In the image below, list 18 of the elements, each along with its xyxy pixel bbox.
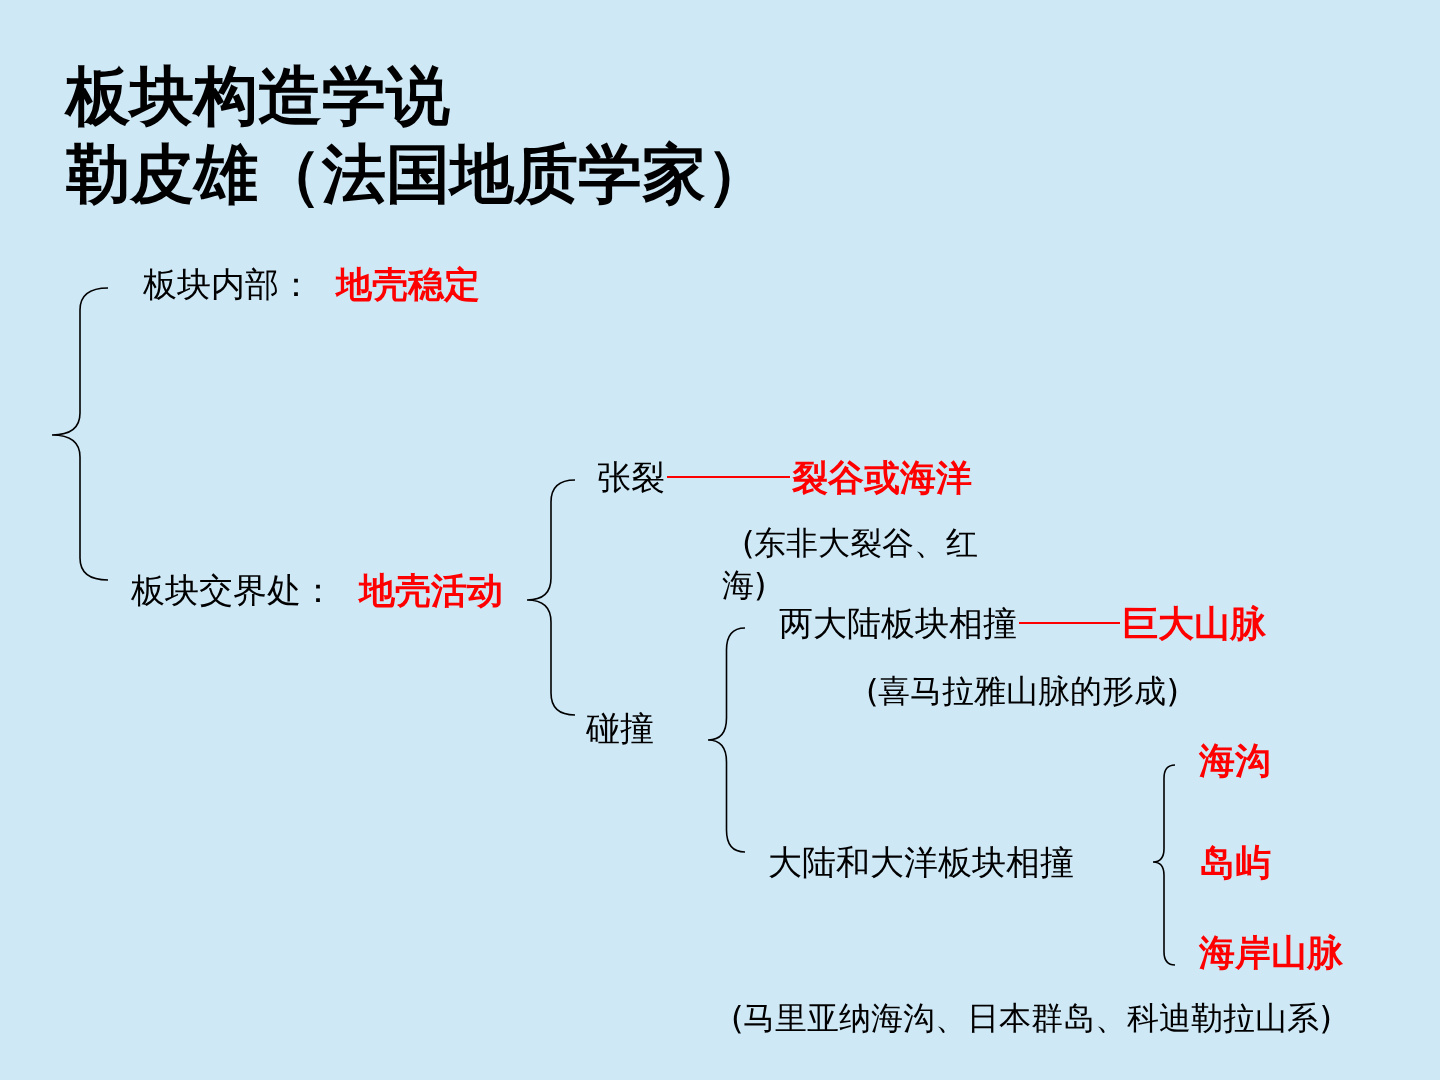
result-label: 巨大山脉 [1122,601,1266,648]
result-label: 地壳稳定 [336,263,480,307]
category-label: 大陆和大洋板块相撞 [768,841,1074,884]
subtitle: 勒皮雄（法国地质学家） [66,136,770,213]
category-label: 张裂 [597,455,665,500]
example-note: (马里亚纳海沟、日本群岛、科迪勒拉山系) [730,998,1333,1039]
category-label: 碰撞 [586,707,654,750]
connector-line [1018,622,1121,625]
connector-line [666,476,791,479]
title: 板块构造学说 [66,58,450,135]
example-note: (喜马拉雅山脉的形成) [866,671,1179,712]
result-label: 地壳活动 [359,569,503,613]
result-label: 海沟 [1199,739,1271,783]
category-label: 板块交界处： [131,569,336,612]
result-label: 裂谷或海洋 [792,455,972,502]
result-label: 海岸山脉 [1199,931,1343,975]
result-label: 岛屿 [1199,841,1271,885]
category-label: 板块内部： [143,263,314,306]
